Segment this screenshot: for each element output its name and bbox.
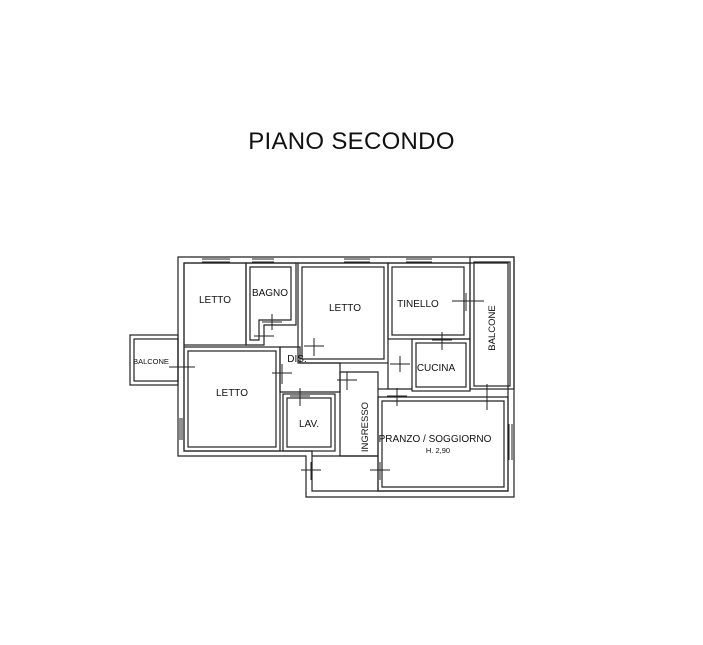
room-ingresso <box>339 371 379 457</box>
label-pranzo: PRANZO / SOGGIORNO <box>379 434 492 445</box>
balcone-west-inner <box>133 338 179 382</box>
label-balcone-east: BALCONE <box>487 305 498 350</box>
door-mark <box>387 388 407 406</box>
corridor-wall <box>312 455 379 491</box>
label-letto-center: LETTO <box>329 303 361 314</box>
door-mark <box>337 372 357 390</box>
label-bagno: BAGNO <box>252 288 288 299</box>
label-height: H. 2,90 <box>426 446 450 455</box>
label-cucina: CUCINA <box>417 363 456 374</box>
window <box>179 418 183 440</box>
door-marks <box>169 293 500 480</box>
door-mark <box>452 293 484 311</box>
room-cucina <box>411 338 471 392</box>
label-dis: DIS. <box>287 354 306 365</box>
room-lav-inner <box>286 397 332 448</box>
room-letto-sw <box>183 346 281 452</box>
room-cucina-inner <box>415 342 467 388</box>
label-letto-sw: LETTO <box>216 388 248 399</box>
room-letto-sw-inner <box>187 350 277 448</box>
door-mark <box>169 362 195 372</box>
room-pranzo-inner <box>381 400 505 488</box>
door-mark <box>272 364 292 384</box>
door-mark <box>473 384 500 410</box>
door-mark <box>304 338 324 356</box>
room-pranzo <box>377 396 509 492</box>
window <box>252 258 274 263</box>
room-dis <box>279 346 341 393</box>
room-letto-center-inner <box>301 266 385 360</box>
label-letto-nw: LETTO <box>199 295 231 306</box>
room-bagno <box>245 262 297 346</box>
room-bagno-inner <box>249 266 292 341</box>
door-mark <box>301 462 321 480</box>
window <box>508 424 513 460</box>
window <box>202 258 230 263</box>
walls <box>129 256 515 498</box>
door-mark <box>262 314 282 330</box>
door-mark <box>390 356 410 372</box>
balcone-east-inner <box>473 261 511 387</box>
label-lav: LAV. <box>299 419 319 430</box>
outer-wall-inner <box>183 262 509 492</box>
door-mark <box>254 330 274 344</box>
label-ingresso: INGRESSO <box>360 402 371 452</box>
room-lav <box>282 393 336 452</box>
door-mark <box>432 332 452 350</box>
windows <box>179 258 513 460</box>
label-balcone-west: BALCONE <box>133 357 169 366</box>
window <box>406 258 432 263</box>
door-mark <box>290 388 310 406</box>
window <box>344 258 370 263</box>
label-tinello: TINELLO <box>397 299 439 310</box>
plan-title: PIANO SECONDO <box>248 128 455 155</box>
door-mark <box>370 462 390 480</box>
